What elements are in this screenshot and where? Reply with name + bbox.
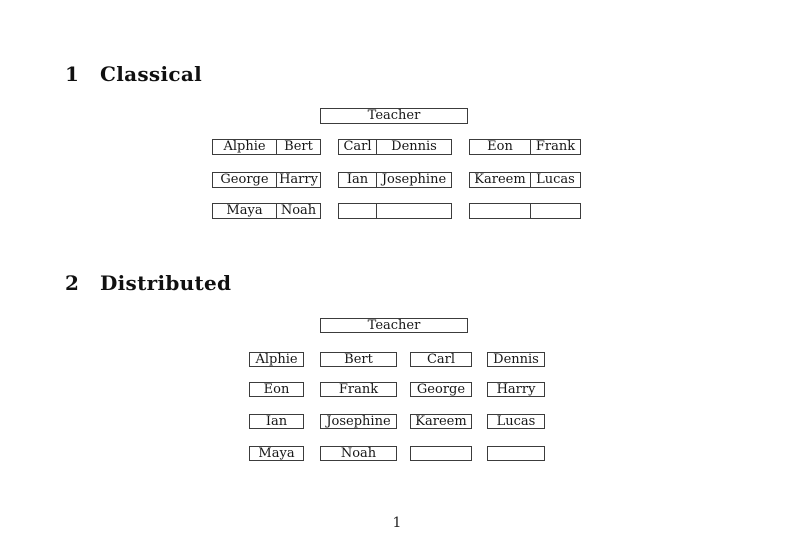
desk-distributed-r2c2: Frank <box>320 382 397 397</box>
desk-distributed-r1c4: Dennis <box>487 352 545 367</box>
desk-distributed-r4c1: Maya <box>249 446 304 461</box>
teacher-label: Teacher <box>367 317 421 333</box>
desk-distributed-r1c3: Carl <box>410 352 472 367</box>
desk-distributed-r2c1: Eon <box>249 382 304 397</box>
desk-distributed-r2c4: Harry <box>487 382 545 397</box>
desk-distributed-r1c2: Bert <box>320 352 397 367</box>
section-heading-classical: 1 Classical <box>65 62 202 86</box>
page-number: 1 <box>392 515 402 531</box>
desk-classical-r2c3: Kareem Lucas <box>469 172 581 188</box>
seat: Kareem <box>470 173 531 187</box>
seat: Bert <box>284 139 313 154</box>
desk-distributed-r1c1: Alphie <box>249 352 304 367</box>
seat <box>377 204 451 218</box>
seat: Eon <box>470 140 531 154</box>
desk-distributed-r2c3: George <box>410 382 472 397</box>
desk-classical-r3c1: Maya Noah <box>212 203 321 219</box>
seat: Frank <box>535 139 576 154</box>
section-title: Classical <box>100 62 203 86</box>
section-number: 1 <box>65 62 80 86</box>
seat: Carl <box>339 140 377 154</box>
desk-distributed-r3c1: Ian <box>249 414 304 429</box>
seat: Harry <box>279 172 318 187</box>
desk-distributed-r4c3-empty <box>410 446 472 461</box>
desk-classical-r2c2: Ian Josephine <box>338 172 452 188</box>
section-title: Distributed <box>100 271 232 295</box>
seat <box>339 204 377 218</box>
section-number: 2 <box>65 271 80 295</box>
desk-classical-r1c1: Alphie Bert <box>212 139 321 155</box>
seat: Ian <box>339 173 377 187</box>
seat <box>470 204 531 218</box>
teacher-label: Teacher <box>367 108 421 123</box>
teacher-desk-classical: Teacher <box>320 108 468 124</box>
desk-distributed-r4c4-empty <box>487 446 545 461</box>
seat: George <box>213 173 277 187</box>
teacher-desk-distributed: Teacher <box>320 318 468 333</box>
desk-classical-r3c2-empty <box>338 203 452 219</box>
desk-distributed-r3c3: Kareem <box>410 414 472 429</box>
seat: Josephine <box>381 172 447 187</box>
seat: Dennis <box>391 139 437 154</box>
desk-distributed-r3c4: Lucas <box>487 414 545 429</box>
desk-classical-r1c3: Eon Frank <box>469 139 581 155</box>
seat: Alphie <box>213 140 277 154</box>
desk-distributed-r3c2: Josephine <box>320 414 397 429</box>
seat: Lucas <box>536 172 575 187</box>
desk-classical-r1c2: Carl Dennis <box>338 139 452 155</box>
seat: Maya <box>213 204 277 218</box>
section-heading-distributed: 2 Distributed <box>65 271 231 295</box>
desk-classical-r3c3-empty <box>469 203 581 219</box>
desk-distributed-r4c2: Noah <box>320 446 397 461</box>
seat <box>531 204 580 218</box>
seat: Noah <box>280 203 317 218</box>
desk-classical-r2c1: George Harry <box>212 172 321 188</box>
